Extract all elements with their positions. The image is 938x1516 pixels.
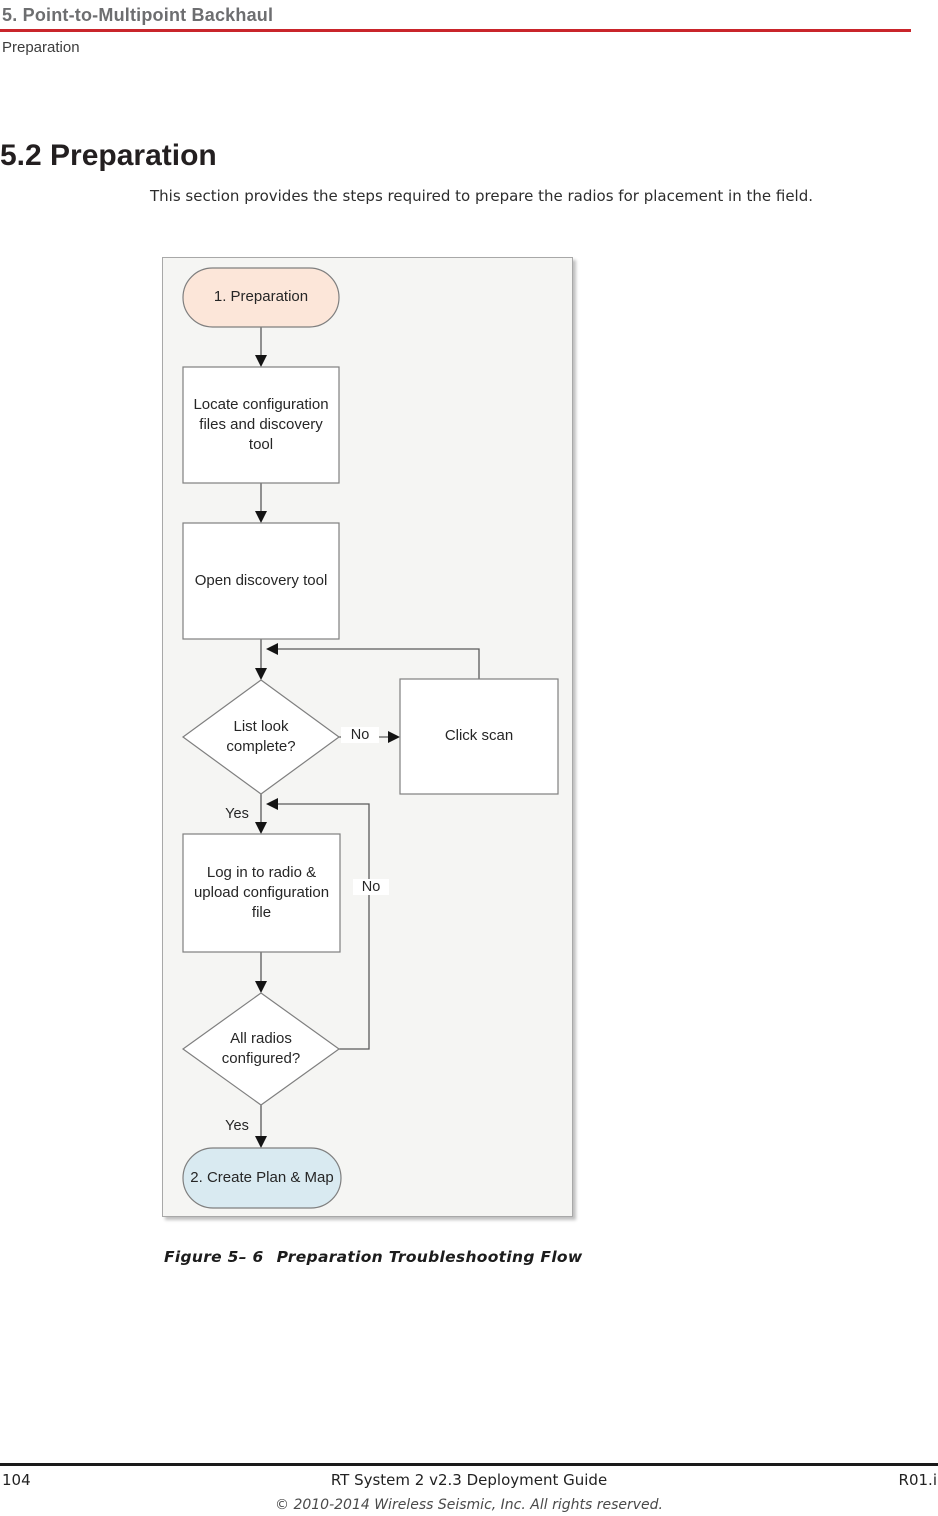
- node-locate-files-label: Locate configuration files and discovery…: [193, 395, 329, 454]
- section-paragraph: This section provides the steps required…: [150, 187, 814, 205]
- arrow-down-icon: [255, 1136, 267, 1148]
- arrow-left-icon: [266, 798, 278, 810]
- node-all-configured-shape: [181, 992, 341, 1106]
- chapter-title: 5. Point-to-Multipoint Backhaul: [2, 5, 274, 25]
- arrow-down-icon: [255, 355, 267, 367]
- flowchart-graphic: [181, 267, 559, 1209]
- node-start-shape: [182, 267, 340, 328]
- node-create-plan-shape: [182, 1147, 342, 1209]
- footer-copyright: © 2010-2014 Wireless Seismic, Inc. All r…: [275, 1497, 663, 1513]
- node-start-label: 1. Preparation: [213, 288, 309, 306]
- section-heading: 5.2 Preparation: [0, 139, 217, 172]
- node-login-upload-label: Log in to radio & upload configuration f…: [193, 863, 330, 922]
- figure-caption-title: Preparation Troubleshooting Flow: [276, 1248, 583, 1266]
- node-locate-files-shape: [182, 366, 340, 484]
- header-rule: [0, 29, 911, 32]
- footer-rule: [0, 1463, 938, 1466]
- edge-label-yes-login: Yes: [225, 806, 249, 822]
- node-list-complete-shape: [181, 679, 341, 795]
- footer-page-number: 104: [2, 1471, 31, 1489]
- arrow-right-icon: [388, 731, 400, 743]
- footer-revision: R01.i: [898, 1471, 937, 1489]
- figure-caption: Figure 5– 6 Preparation Troubleshooting F…: [164, 1248, 583, 1266]
- edge-label-no-clickscan: No: [341, 727, 379, 743]
- footer-doc-title: RT System 2 v2.3 Deployment Guide: [330, 1471, 608, 1489]
- node-click-scan-shape: [399, 678, 559, 795]
- arrow-down-icon: [255, 822, 267, 834]
- node-list-complete-label: List look complete?: [226, 717, 296, 755]
- edge-clickscan-return-line: [278, 648, 480, 679]
- arrow-down-icon: [255, 981, 267, 993]
- node-open-tool-label: Open discovery tool: [194, 571, 328, 589]
- node-all-configured-label: All radios configured?: [221, 1029, 301, 1067]
- edge-label-no-loop: No: [353, 879, 389, 895]
- node-login-upload-shape: [182, 833, 341, 953]
- node-open-tool-shape: [182, 522, 340, 640]
- edge-label-yes-createplan: Yes: [225, 1118, 249, 1134]
- header-section-label: Preparation: [2, 39, 80, 56]
- arrow-left-icon: [266, 643, 278, 655]
- edge-allconfigured-return-line: [278, 803, 370, 1050]
- figure-caption-number: Figure 5– 6: [164, 1248, 264, 1266]
- arrow-down-icon: [255, 668, 267, 680]
- node-create-plan-label: 2. Create Plan & Map: [190, 1168, 334, 1186]
- flowchart-panel: 1. Preparation Locate configuration file…: [162, 257, 573, 1217]
- node-click-scan-label: Click scan: [444, 727, 514, 745]
- arrow-down-icon: [255, 511, 267, 523]
